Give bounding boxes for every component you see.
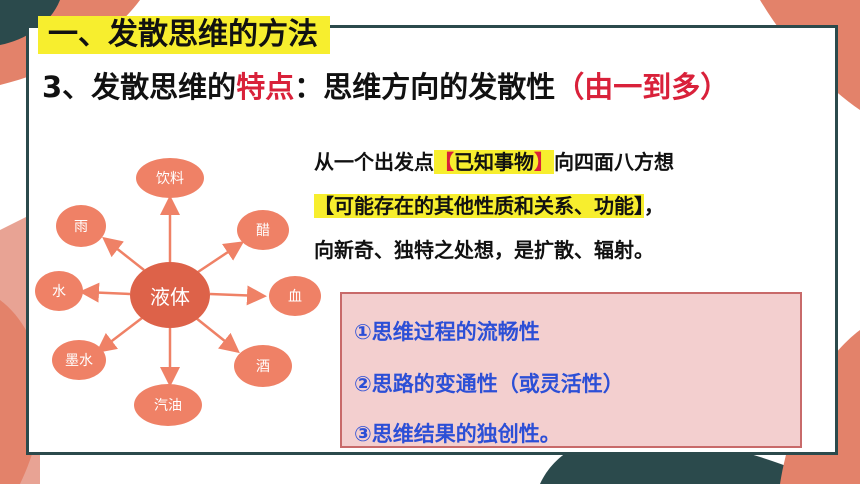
para-part2: 向四面八方想	[554, 150, 674, 174]
arrow-to-jiu	[195, 317, 240, 354]
mindmap-node: 雨	[56, 205, 106, 247]
possibility-highlight: 【可能存在的其他性质和关系、功能】	[314, 194, 644, 218]
mindmap-node: 墨水	[52, 340, 106, 380]
description-paragraph: 从一个出发点【已知事物】向四面八方想 【可能存在的其他性质和关系、功能】， 向新…	[314, 140, 834, 272]
mindmap-node: 汽油	[134, 384, 202, 426]
arrow-to-yu	[102, 236, 145, 271]
subtitle: 3、发散思维的特点：思维方向的发散性（由一到多）	[42, 68, 729, 106]
mindmap-node: 酒	[234, 345, 292, 387]
arrow-to-moshui	[96, 317, 143, 354]
feature-item: ③思维结果的独创性。	[354, 422, 561, 446]
mindmap-node: 血	[269, 276, 321, 316]
subtitle-highlight: 特点	[236, 70, 295, 104]
subtitle-middle: ：思维方向的发散性	[294, 70, 556, 104]
arrow-to-cu	[197, 241, 245, 274]
feature-item: ②思路的变通性（或灵活性）	[354, 372, 624, 396]
features-box: ①思维过程的流畅性 ②思路的变通性（或灵活性） ③思维结果的独创性。	[340, 292, 802, 448]
known-thing-highlight: 【已知事物】	[434, 150, 554, 174]
subtitle-prefix: 3、发散思维的	[42, 70, 237, 104]
subtitle-paren: （由一到多）	[555, 70, 730, 104]
mindmap-node: 水	[35, 271, 83, 311]
arrow-to-shui	[79, 282, 131, 303]
arrow-to-xue	[209, 285, 267, 306]
para-part4: 向新奇、独特之处想，是扩散、辐射。	[314, 238, 654, 262]
mindmap-node: 饮料	[136, 158, 204, 198]
feature-item: ①思维过程的流畅性	[354, 320, 540, 344]
mindmap-node: 醋	[237, 210, 289, 250]
para-part1: 从一个出发点	[314, 150, 434, 174]
section-title: 一、发散思维的方法	[38, 16, 330, 54]
mindmap-center-node: 液体	[130, 262, 210, 328]
para-part3: ，	[644, 194, 664, 218]
